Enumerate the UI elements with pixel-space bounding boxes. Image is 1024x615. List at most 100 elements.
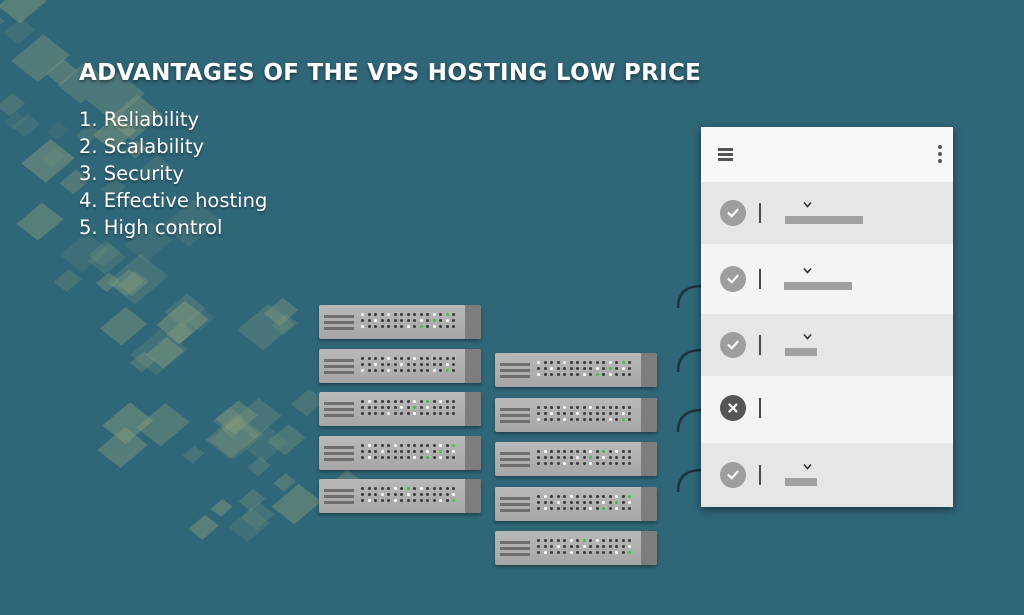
server-led — [602, 539, 605, 542]
server-led — [393, 499, 397, 502]
server-unit — [319, 392, 481, 426]
server-led — [426, 412, 429, 415]
server-led — [537, 545, 540, 548]
server-led — [367, 313, 371, 316]
server-unit — [495, 442, 657, 476]
server-led — [628, 539, 631, 542]
chevron-down-icon[interactable] — [803, 201, 812, 208]
server-led — [419, 325, 423, 328]
server-led — [569, 367, 573, 370]
placeholder-bar — [785, 216, 863, 224]
server-led — [419, 362, 423, 366]
server-led — [576, 551, 579, 554]
server-led — [432, 499, 436, 502]
server-vent — [500, 464, 530, 467]
server-led — [543, 545, 547, 548]
server-vent — [500, 363, 530, 366]
server-led — [380, 449, 384, 453]
status-row[interactable] — [701, 314, 953, 376]
server-led — [413, 356, 416, 360]
more-vertical-icon[interactable] — [938, 145, 942, 163]
server-led — [582, 539, 586, 542]
server-led — [374, 449, 377, 453]
server-led — [569, 551, 573, 554]
server-led — [582, 405, 586, 409]
status-row[interactable] — [701, 244, 953, 314]
server-led — [595, 373, 599, 376]
server-led — [445, 455, 449, 459]
server-led — [543, 367, 547, 370]
server-led — [589, 373, 592, 376]
chevron-down-icon[interactable] — [803, 463, 812, 470]
server-led — [550, 456, 553, 459]
server-led — [595, 462, 599, 465]
server-led — [602, 506, 605, 510]
server-led — [413, 449, 416, 453]
server-led — [432, 487, 436, 490]
server-led — [439, 487, 442, 490]
server-led — [602, 411, 605, 415]
server-led — [621, 361, 625, 364]
server-led — [608, 545, 612, 548]
server-led — [582, 367, 586, 370]
server-led — [563, 417, 566, 421]
server-rack-right — [495, 353, 657, 565]
server-led — [380, 356, 384, 360]
server-led — [374, 368, 377, 372]
server-led — [589, 405, 592, 409]
server-led — [628, 405, 631, 409]
check-icon — [720, 332, 746, 358]
server-led — [387, 400, 390, 403]
server-led — [406, 449, 410, 453]
server-led — [374, 443, 377, 447]
status-row[interactable] — [701, 376, 953, 443]
server-led — [576, 494, 579, 498]
advantage-item: 2. Scalability — [79, 135, 205, 158]
server-led — [589, 551, 592, 554]
server-led — [589, 361, 592, 364]
server-led — [608, 411, 612, 415]
server-led — [445, 325, 449, 328]
server-led — [608, 456, 612, 459]
server-led — [582, 551, 586, 554]
server-led — [432, 443, 436, 447]
status-row[interactable] — [701, 182, 953, 244]
server-vent — [324, 414, 354, 417]
server-led — [569, 506, 573, 510]
server-led — [374, 319, 377, 322]
server-led — [374, 325, 377, 328]
server-led — [608, 367, 612, 370]
menu-icon[interactable] — [718, 148, 733, 161]
server-led — [589, 417, 592, 421]
server-led — [543, 456, 547, 459]
server-end-cap — [641, 486, 657, 521]
row-divider — [759, 269, 761, 289]
server-led — [615, 462, 618, 465]
server-led — [608, 500, 612, 504]
server-led — [615, 411, 618, 415]
server-vent — [324, 370, 354, 374]
server-led — [556, 462, 560, 465]
server-led — [595, 551, 599, 554]
server-led — [556, 539, 560, 542]
chevron-down-icon[interactable] — [803, 333, 812, 340]
server-end-cap — [465, 392, 481, 426]
server-led — [426, 493, 429, 496]
server-led — [400, 443, 403, 447]
row-divider — [759, 398, 761, 418]
server-led — [419, 368, 423, 372]
server-led — [563, 411, 566, 415]
server-led — [452, 499, 455, 502]
server-led — [374, 487, 377, 490]
server-led — [432, 313, 436, 316]
server-led — [374, 356, 377, 360]
chevron-down-icon[interactable] — [803, 267, 812, 274]
server-led — [419, 412, 423, 415]
server-led — [537, 551, 540, 554]
server-led — [426, 449, 429, 453]
server-led — [615, 506, 618, 510]
server-led — [413, 368, 416, 372]
server-led — [400, 406, 403, 409]
server-led — [550, 373, 553, 376]
status-row[interactable] — [701, 443, 953, 507]
